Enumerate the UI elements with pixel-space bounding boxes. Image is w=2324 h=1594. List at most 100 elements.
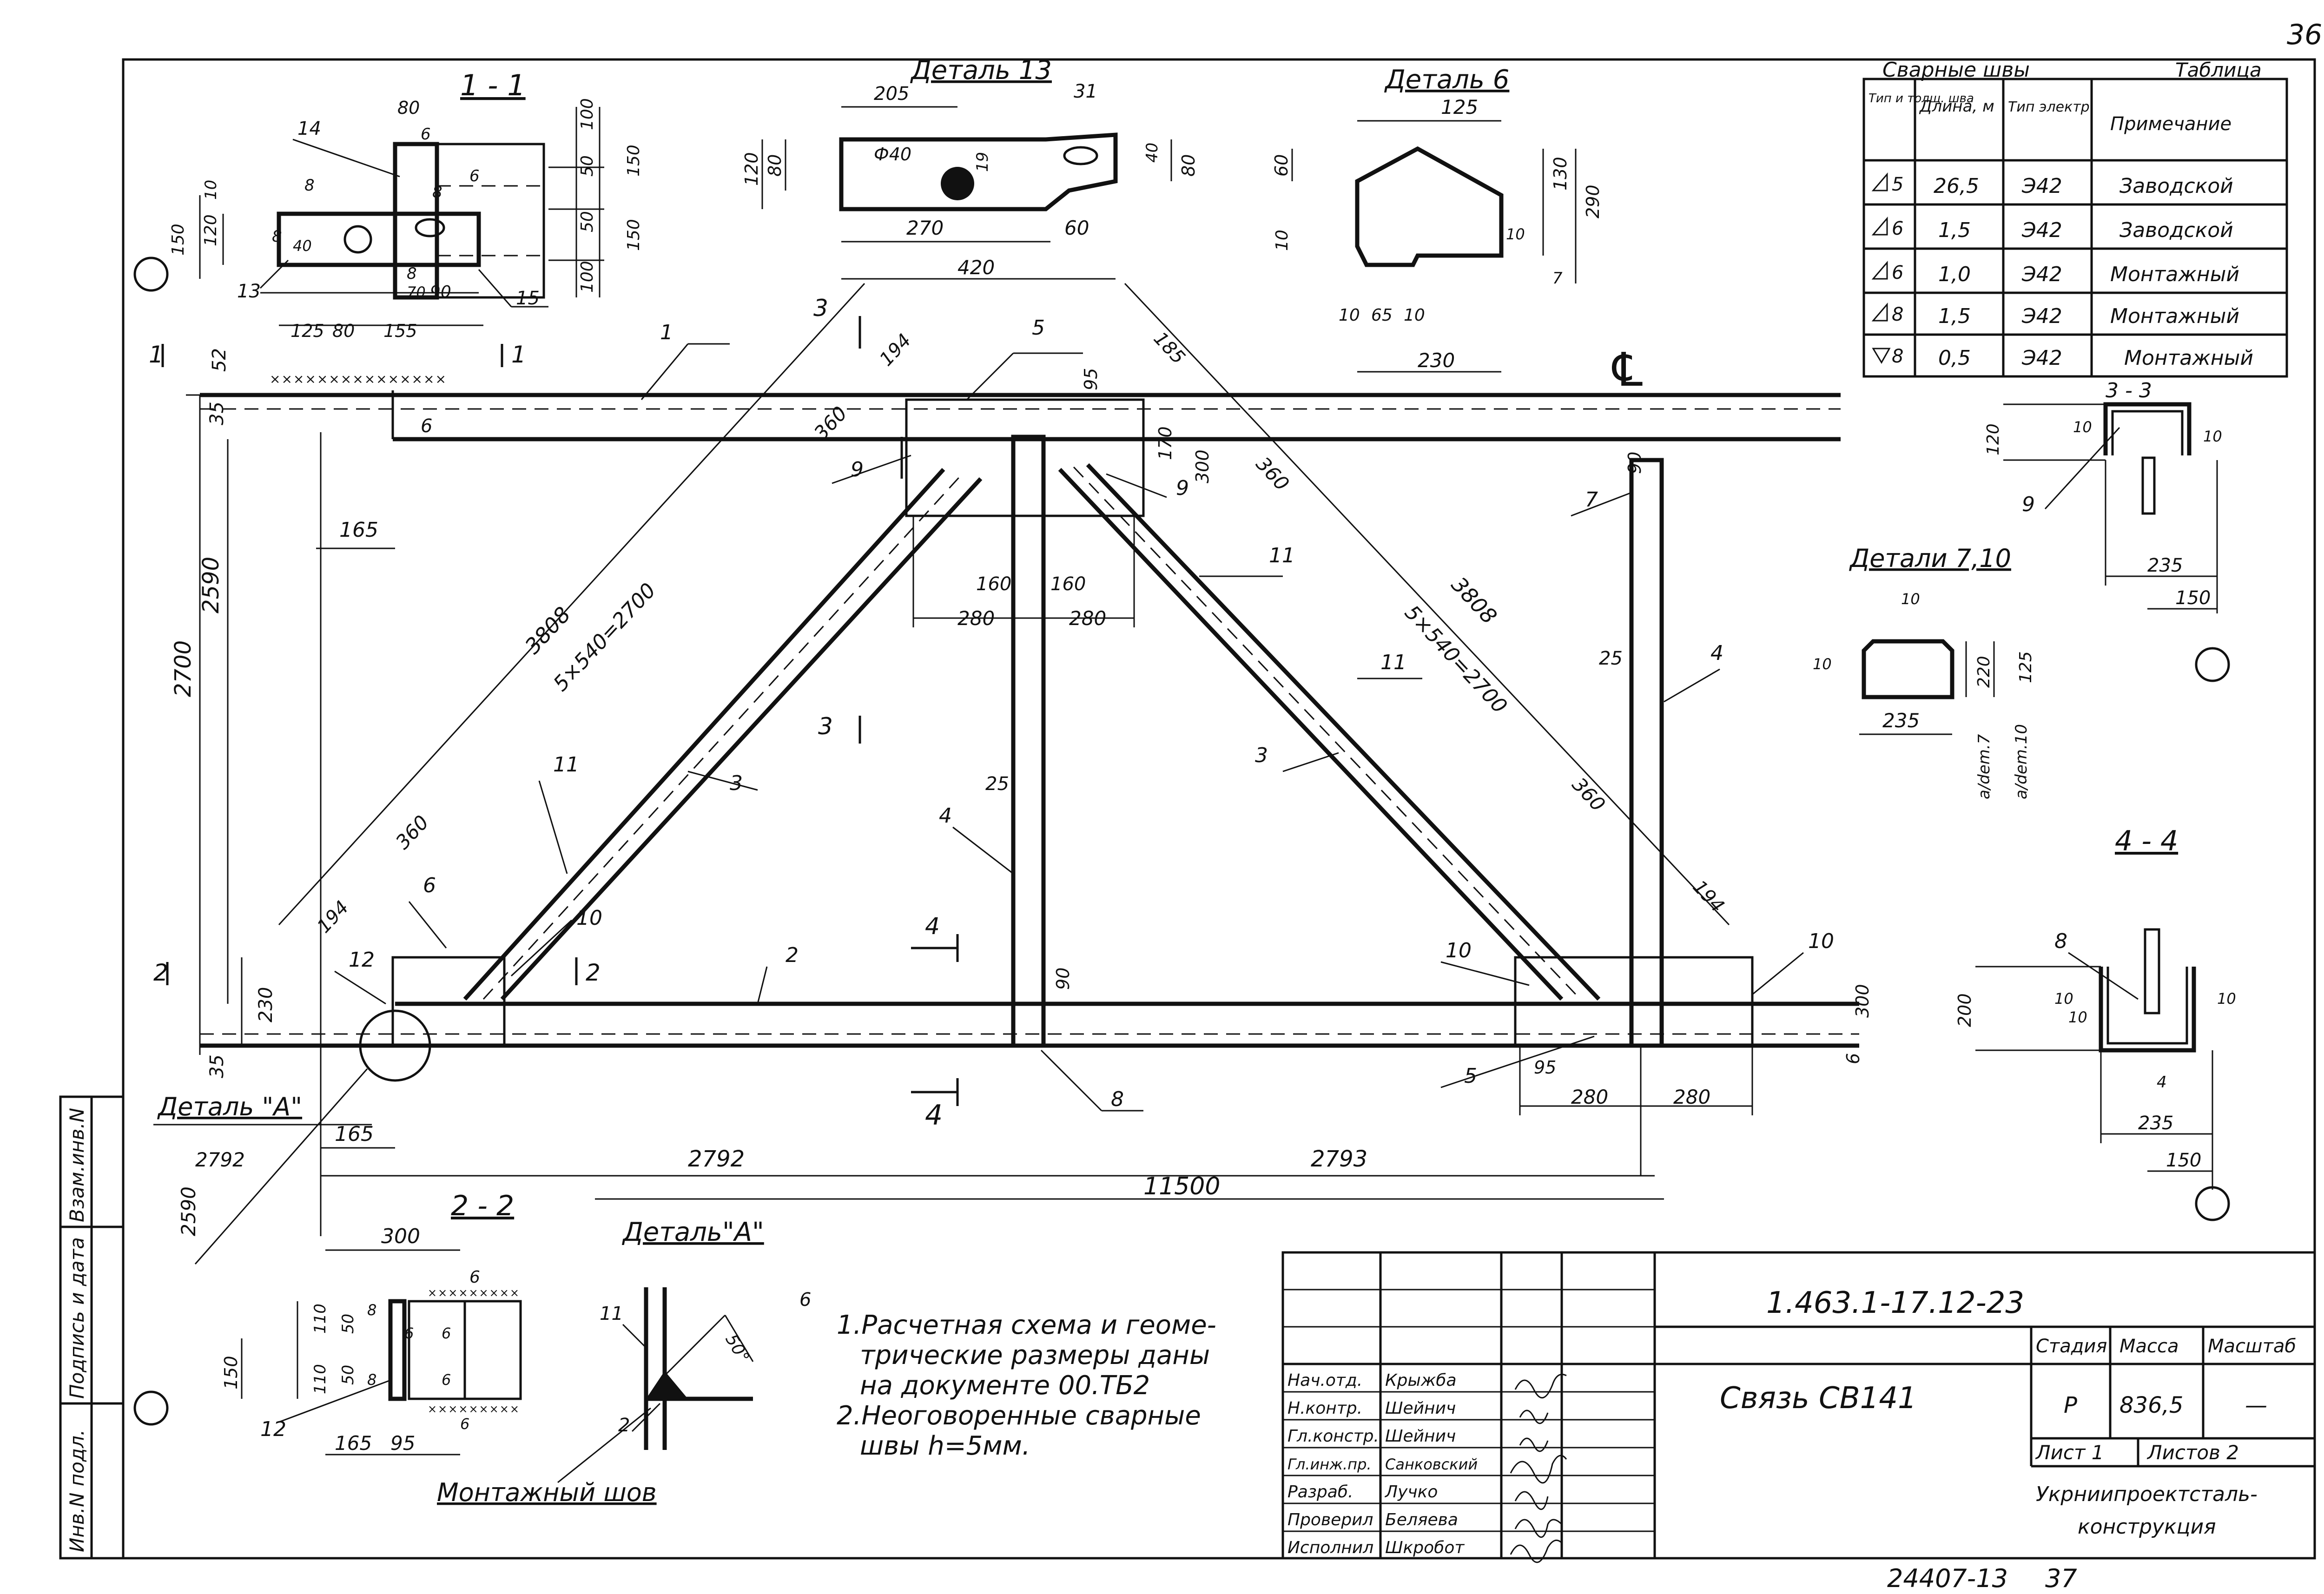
- role-5: Разраб.: [1287, 1482, 1353, 1502]
- s11-dim-90: 90: [430, 283, 451, 302]
- section-4-4-title: 4 - 4: [2115, 825, 2178, 857]
- weld-row4-electrode: Э42: [2021, 304, 2062, 328]
- s22-dim-110a: 110: [311, 1304, 330, 1334]
- sheet-number: Лист 1: [2035, 1441, 2104, 1464]
- det13-dim-120: 120: [741, 152, 762, 186]
- cut-2-left: 2: [153, 959, 168, 986]
- det13-dim-19: 19: [973, 152, 992, 172]
- det6-dim-230: 230: [1418, 349, 1455, 372]
- truss-main-view: ℄: [133, 257, 2230, 1426]
- s22-dim-150: 150: [221, 1356, 241, 1390]
- det6-dim-125: 125: [1441, 96, 1478, 119]
- element-name: Связь СВ141: [1720, 1381, 1917, 1416]
- det6-dim-10a: 10: [1273, 230, 1292, 251]
- general-notes: 1.Расчетная схема и геоме- трические раз…: [837, 1310, 1216, 1461]
- s22-dim-8b: 8: [367, 1371, 376, 1389]
- dim-35-top: 35: [206, 402, 228, 425]
- stage-label: Стадия: [2036, 1336, 2107, 1357]
- cut-4-bottom: 4: [925, 1099, 943, 1132]
- detail-13-title: Деталь 13: [910, 55, 1052, 86]
- s22-weld-crosses-top: ×××××××××: [428, 1286, 520, 1299]
- s22-weld-crosses-bottom: ×××××××××: [428, 1403, 520, 1416]
- det13-dim-80b: 80: [1178, 154, 1199, 177]
- signature-5: [1514, 1491, 1549, 1510]
- weld-table: Сварные швы Таблица Тип и толщ. шва Длин…: [1862, 58, 2288, 378]
- weld-row3-type: 6: [1892, 262, 1903, 283]
- s11-dim-150b: 150: [624, 219, 643, 251]
- mark-6: 6: [423, 874, 436, 897]
- weld-row5-length: 0,5: [1938, 346, 1971, 370]
- role-3: Гл.констр.: [1287, 1427, 1379, 1446]
- weld-row2-note: Заводской: [2119, 218, 2233, 242]
- weld-table-label: Таблица: [2175, 59, 2262, 81]
- name-1: Крыжба: [1385, 1371, 1457, 1390]
- weld-row3-electrode: Э42: [2021, 263, 2062, 286]
- signature-1: [1514, 1374, 1567, 1399]
- weld-row2-electrode: Э42: [2021, 218, 2062, 242]
- s11-dim-80-top: 80: [397, 98, 420, 118]
- cut-2-right: 2: [586, 959, 601, 986]
- s11-dim-100b: 100: [578, 261, 597, 293]
- dim-left-half: 2792: [688, 1146, 745, 1172]
- det6-dim-130: 130: [1550, 157, 1571, 191]
- s11-dim-125: 125: [290, 321, 324, 341]
- dim-360-c: 360: [1252, 452, 1294, 495]
- weld-row4-type: 8: [1892, 304, 1903, 325]
- dim-185: 185: [1149, 328, 1189, 368]
- det6-dim-65: 65: [1371, 306, 1393, 325]
- mark-10a: 10: [576, 906, 602, 930]
- s11-mark-15: 15: [516, 288, 540, 309]
- name-6: Беляева: [1385, 1510, 1458, 1529]
- det13-dim-40b: 40: [1143, 143, 1162, 163]
- detail-6-title: Деталь 6: [1384, 65, 1509, 95]
- detail-a: Деталь"А" 11 50° 6 2 Монтажный шов: [437, 1217, 811, 1507]
- mark-5a: 5: [1032, 316, 1045, 340]
- dim-194-b: 194: [313, 897, 353, 937]
- detA-mark-11: 11: [600, 1303, 623, 1324]
- d710-a-det7: a/dem.7: [1975, 734, 1994, 799]
- weld-header-note: Примечание: [2110, 113, 2232, 135]
- dim-160-a: 160: [976, 573, 1011, 595]
- det13-dim-40: Ф40: [874, 144, 911, 165]
- name-5: Лучко: [1384, 1482, 1438, 1502]
- mark-11b: 11: [1269, 544, 1295, 567]
- name-4: Санковский: [1385, 1456, 1478, 1473]
- s11-dim-80b: 80: [332, 321, 355, 341]
- dim-194-a: 194: [876, 330, 916, 370]
- org-line-1: Укрниипроектсталь-: [2036, 1482, 2258, 1506]
- section-1-1-title: 1 - 1: [460, 68, 526, 102]
- s22-dim-165: 165: [335, 1432, 372, 1455]
- section-3-3-title: 3 - 3: [2106, 379, 2152, 402]
- section-indicators: 1 1 2 2 3 3 4 4 Деталь "А" 2792 2590: [149, 295, 943, 1236]
- det13-hole: [941, 167, 974, 200]
- mark-10b: 10: [1446, 939, 1472, 962]
- s44-dim-10a: 10: [2054, 990, 2073, 1008]
- s11-dim-6b: 6: [469, 167, 480, 185]
- s11-dim-120: 120: [201, 214, 220, 246]
- weld-row3-note: Монтажный: [2110, 263, 2239, 286]
- weld-header-electrode: Тип электр.: [2008, 99, 2094, 115]
- dim-165-bottom: 165: [335, 1122, 374, 1146]
- det6-dim-290: 290: [1583, 184, 1603, 218]
- title-block: 1.463.1-17.12-23 Связь СВ141 Стадия Масс…: [1281, 1251, 2316, 1563]
- dim-170: 170: [1155, 426, 1175, 460]
- details-7-10: Детали 7,10 10 10 220 125 235 a/dem.7 a/…: [1813, 544, 2035, 799]
- sheet-frame: [122, 58, 2316, 1560]
- s11-dim-10: 10: [202, 180, 220, 200]
- role-6: Проверил: [1287, 1510, 1373, 1529]
- note-2b: швы h=5мм.: [860, 1431, 1030, 1461]
- s22-dim-110b: 110: [311, 1364, 330, 1394]
- bottom-page: 37: [2045, 1564, 2077, 1593]
- name-7: Шкробот: [1385, 1538, 1465, 1557]
- mark-12: 12: [349, 948, 375, 972]
- dim-280-c: 280: [1571, 1086, 1608, 1108]
- dim-total-length: 11500: [1143, 1172, 1220, 1200]
- note-1a: 1.Расчетная схема и геоме-: [837, 1310, 1216, 1340]
- mark-1: 1: [660, 321, 673, 344]
- s11-dim-8d: 8: [407, 264, 417, 283]
- s22-dim-6d: 6: [442, 1371, 451, 1389]
- s22-dim-300: 300: [381, 1225, 420, 1248]
- d710-dim-10a: 10: [1901, 590, 1920, 608]
- dim-52: 52: [209, 348, 230, 372]
- mark-9a: 9: [851, 458, 864, 481]
